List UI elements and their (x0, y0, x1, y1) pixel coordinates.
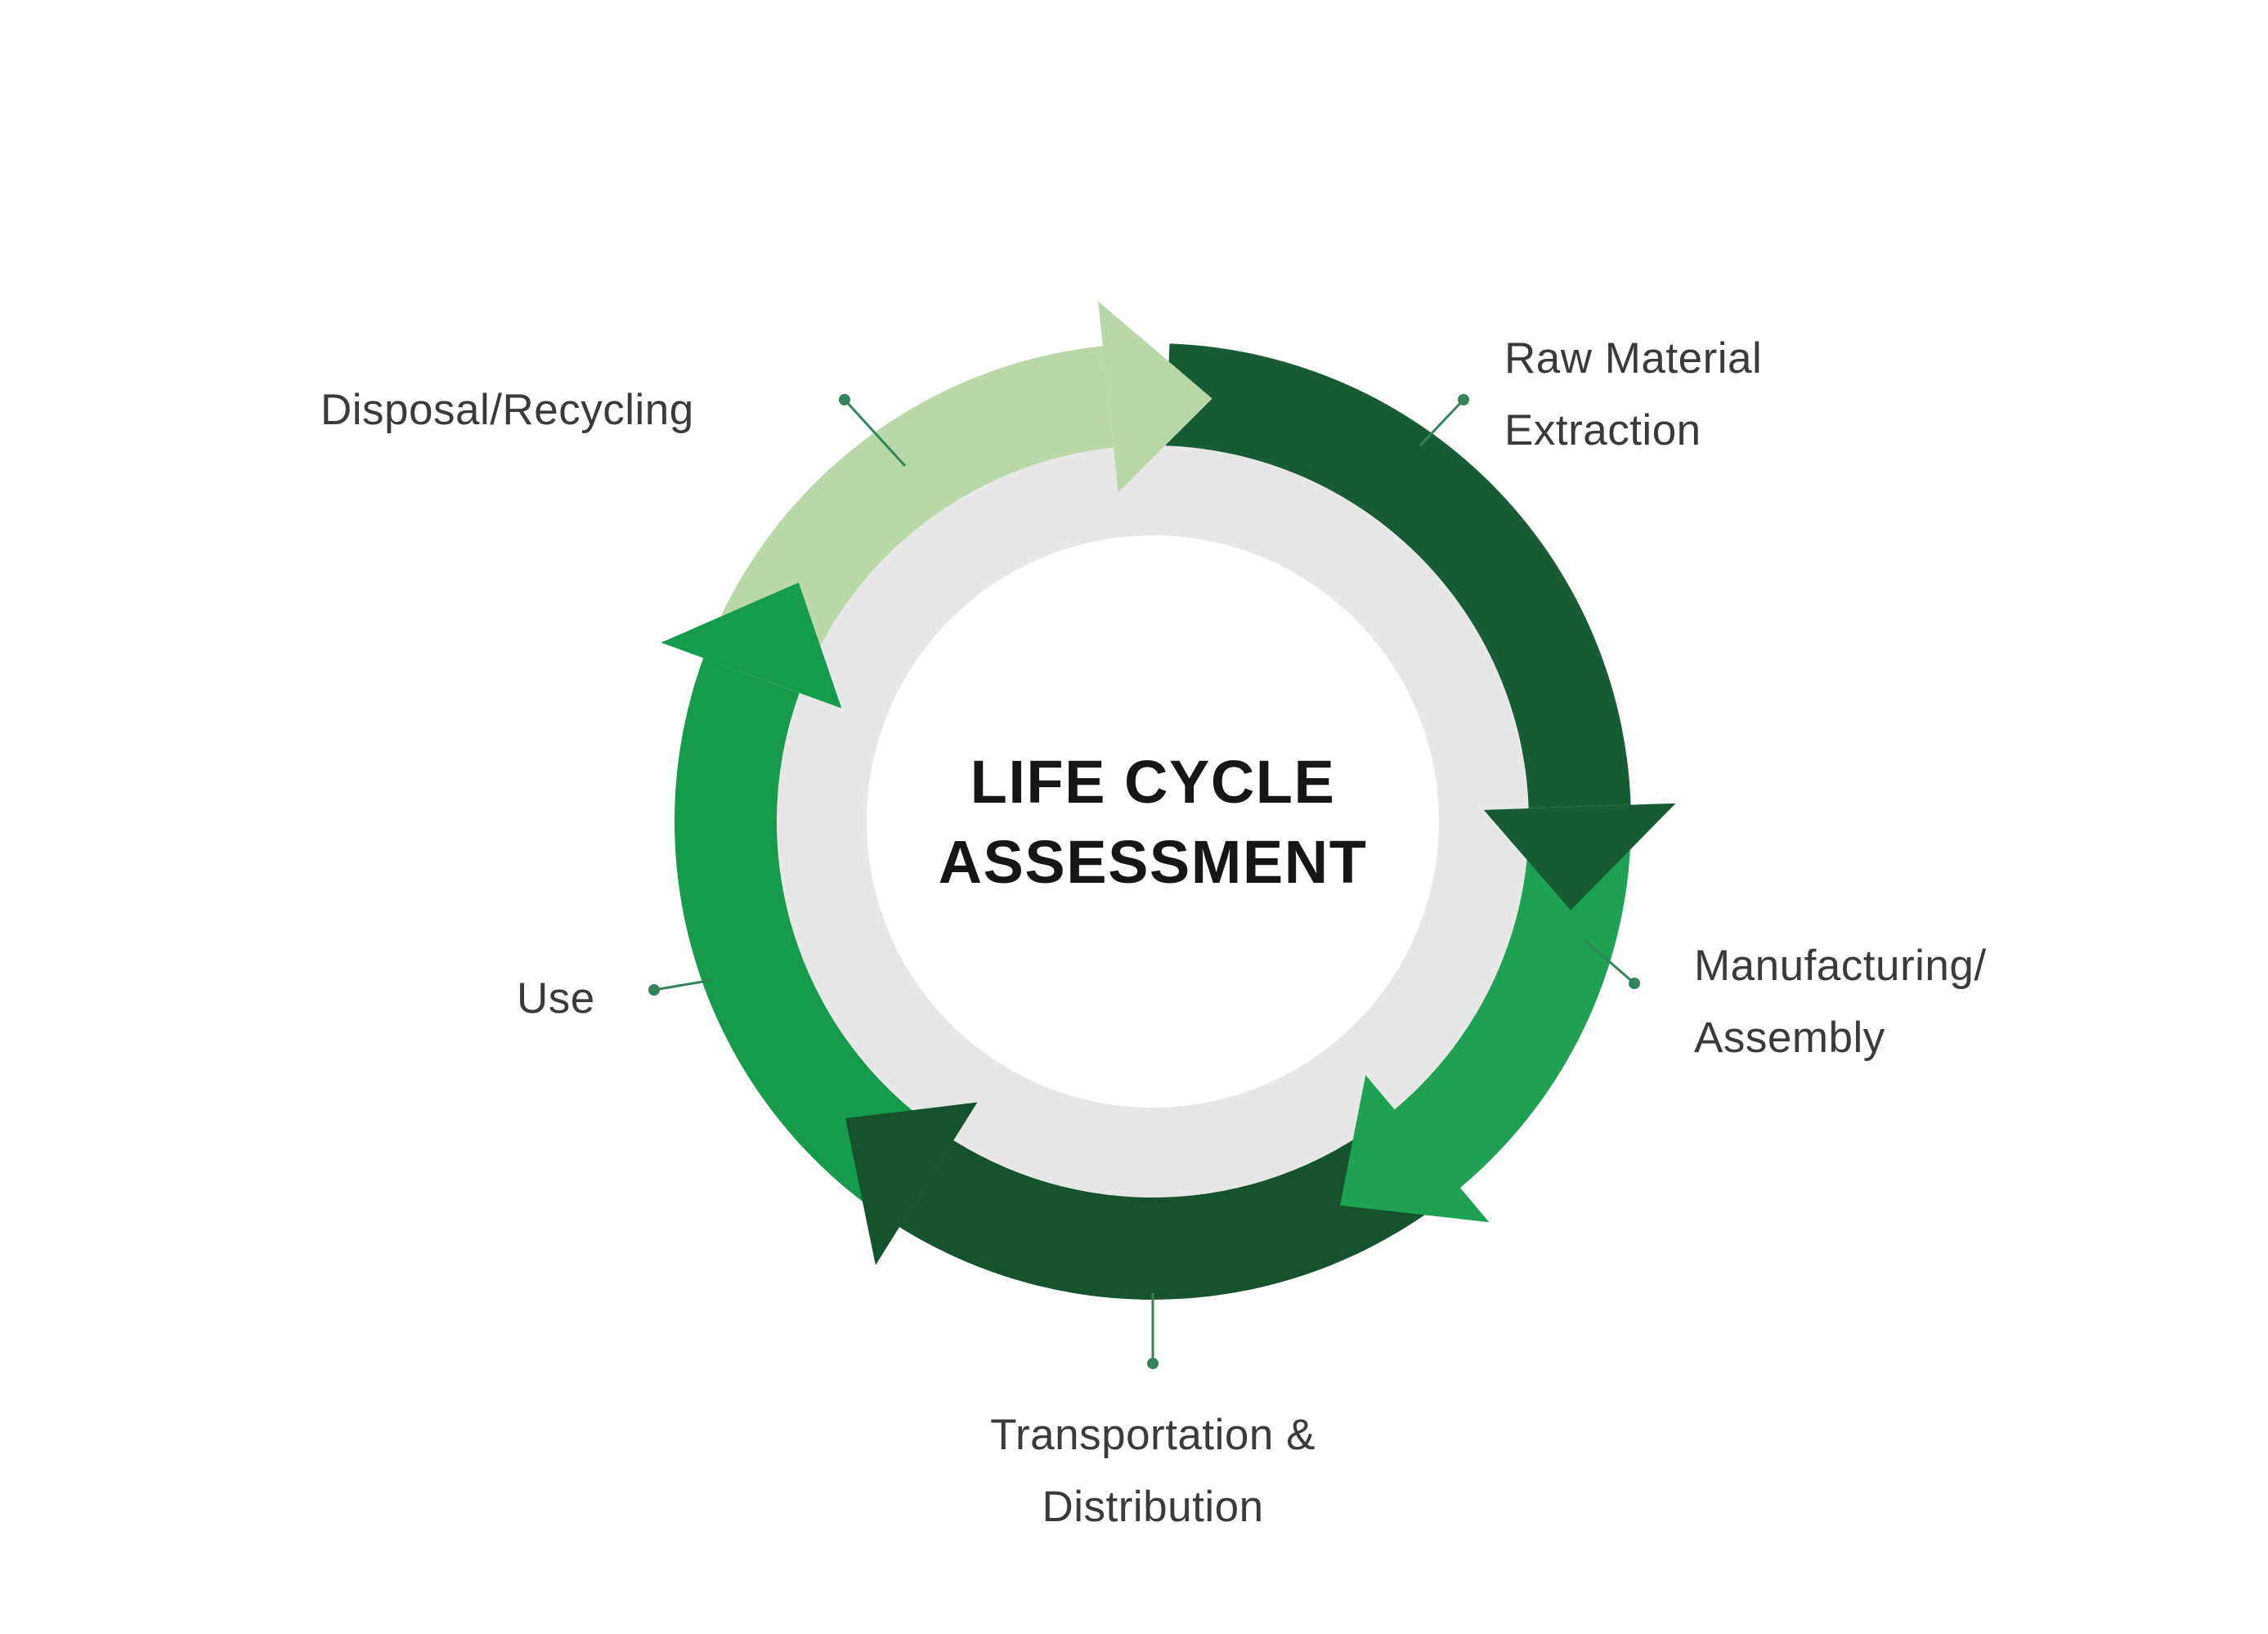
center-title-line-1: LIFE CYCLE (970, 748, 1336, 816)
leader-line-manufacturing-assembly (1584, 938, 1635, 985)
segment-raw-material-extraction-arrowhead (1483, 803, 1676, 911)
leader-dot-raw-material-extraction (1458, 394, 1469, 405)
label-manufacturing-line-1: Manufacturing/ (1694, 942, 1987, 990)
label-use-text: Use (517, 974, 595, 1023)
label-transportation-line-2: Distribution (1042, 1483, 1264, 1531)
leader-line-disposal-recycling (843, 398, 907, 468)
leader-dot-disposal-recycling (839, 394, 850, 405)
label-raw-material-extraction: Raw Material Extraction (1504, 323, 1762, 467)
center-title-line-2: ASSESSMENT (938, 828, 1368, 896)
label-transportation-distribution: Transportation & Distribution (826, 1399, 1480, 1543)
leader-line-use (653, 978, 713, 992)
arrowheads-group (661, 301, 1676, 1265)
label-raw-material-line-2: Extraction (1504, 406, 1701, 454)
label-disposal-recycling-text: Disposal/Recycling (320, 386, 694, 434)
segment-use-arc (675, 657, 954, 1228)
label-disposal-recycling: Disposal/Recycling (320, 374, 694, 446)
segment-disposal-recycling-arrowhead (1098, 301, 1212, 493)
label-use: Use (517, 963, 595, 1035)
leader-line-raw-material-extraction (1419, 398, 1465, 447)
leader-dot-use (648, 984, 660, 996)
segment-transportation-distribution-arrowhead (845, 1102, 978, 1265)
label-raw-material-line-1: Raw Material (1504, 334, 1763, 383)
leader-dot-transportation-distribution (1147, 1358, 1159, 1369)
segment-use-arrowhead (661, 582, 842, 709)
leader-lines-group (648, 394, 1640, 1369)
inner-gray-ring (775, 444, 1531, 1199)
segment-transportation-distribution-arc (899, 1109, 1460, 1300)
segment-raw-material-extraction-arc (1166, 343, 1631, 808)
center-title: LIFE CYCLE ASSESSMENT (939, 742, 1368, 902)
segment-manufacturing-assembly-arrowhead (1340, 1075, 1490, 1223)
leader-dot-manufacturing-assembly (1629, 978, 1640, 989)
label-manufacturing-assembly: Manufacturing/ Assembly (1694, 930, 1987, 1074)
label-transportation-line-1: Transportation & (990, 1411, 1316, 1459)
label-manufacturing-line-2: Assembly (1694, 1014, 1885, 1062)
